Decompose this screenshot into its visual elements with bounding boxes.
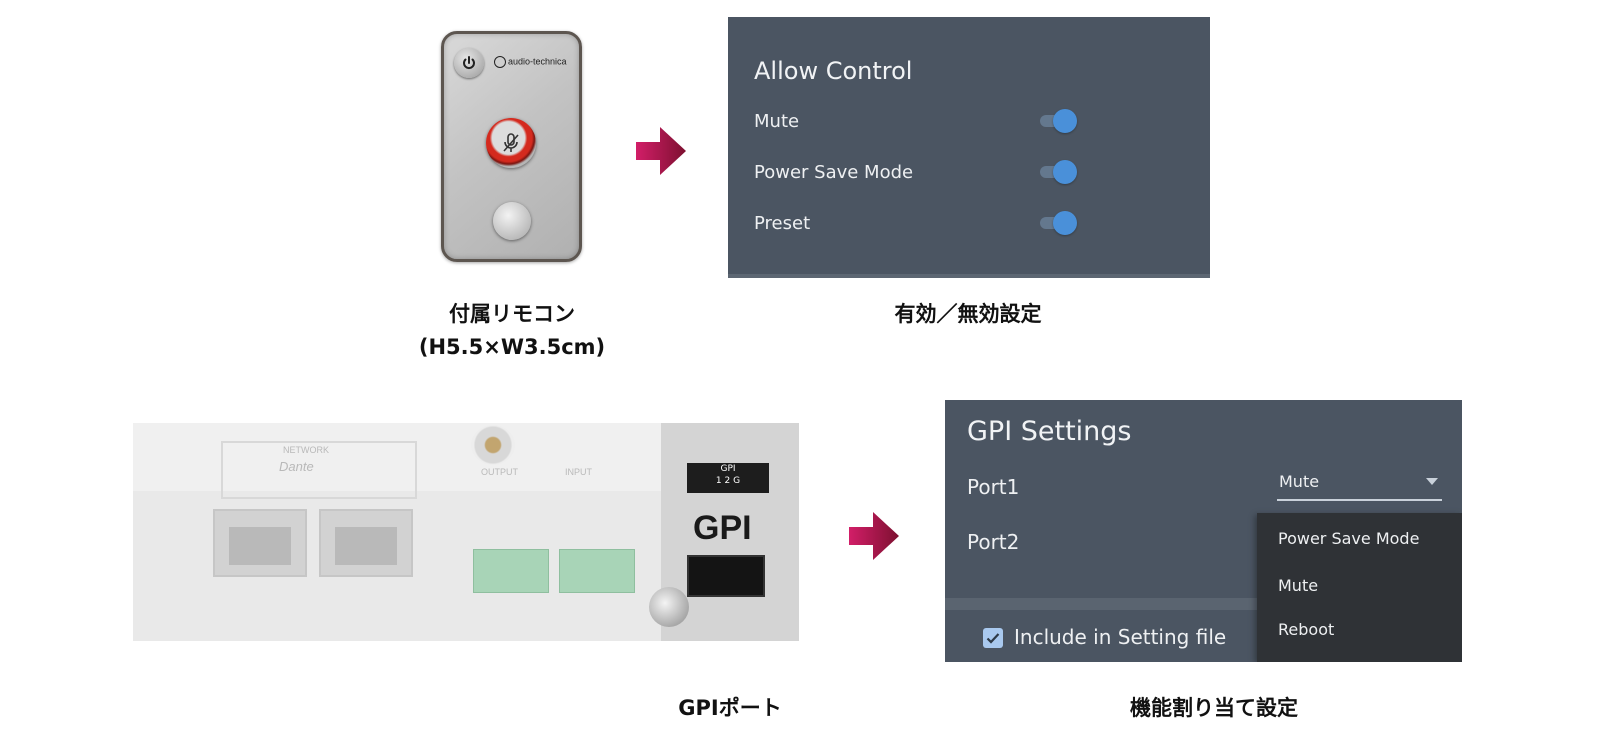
preset-toggle[interactable] — [1036, 209, 1078, 237]
gpi-label: GPI — [693, 509, 752, 547]
gpi-port-image: NETWORK Dante OUTPUT INPUT GPI 1 2 G GPI — [133, 423, 799, 641]
mute-label: Mute — [754, 111, 800, 132]
arrow-right-icon — [636, 127, 686, 175]
gpi-port-caption: GPIポート — [678, 696, 782, 720]
gpi-connector — [687, 555, 765, 597]
port1-value: Mute — [1279, 472, 1320, 491]
gpi-settings-panel: GPI Settings Port1 Mute Port2 Include in… — [945, 400, 1462, 662]
chevron-down-icon — [1426, 478, 1438, 485]
menu-item-reboot[interactable]: Reboot — [1278, 620, 1335, 639]
gpi-settings-caption: 機能割り当て設定 — [1130, 696, 1298, 720]
mute-toggle[interactable] — [1036, 107, 1078, 135]
power-save-mode-toggle[interactable] — [1036, 158, 1078, 186]
mic-mute-icon — [486, 118, 536, 168]
include-checkbox[interactable] — [983, 628, 1003, 648]
allow-control-panel: Allow Control Mute Power Save Mode Prese… — [728, 17, 1210, 278]
gpi-header: GPI 1 2 G — [687, 463, 769, 493]
power-icon — [454, 48, 484, 78]
allow-control-caption: 有効／無効設定 — [894, 302, 1042, 326]
input-label: INPUT — [565, 467, 592, 477]
panel-title: Allow Control — [754, 57, 913, 85]
remote-button — [493, 202, 531, 240]
port2-label: Port2 — [967, 530, 1020, 554]
preset-label: Preset — [754, 213, 811, 234]
port2-dropdown-menu: Power Save Mode Mute Reboot — [1257, 513, 1462, 662]
brand-logo: audio-technica — [494, 56, 567, 68]
port1-select[interactable]: Mute — [1277, 465, 1442, 501]
arrow-right-icon — [849, 512, 899, 560]
remote-caption: 付属リモコン — [449, 302, 575, 326]
network-label: NETWORK — [283, 445, 329, 455]
screw — [649, 587, 689, 627]
remote-size-caption: (H5.5×W3.5cm) — [418, 335, 606, 359]
check-icon — [986, 633, 1000, 644]
menu-item-power-save-mode[interactable]: Power Save Mode — [1278, 529, 1420, 548]
remote-control-image: audio-technica — [441, 31, 582, 262]
panel-title: GPI Settings — [967, 416, 1132, 447]
menu-item-mute[interactable]: Mute — [1278, 576, 1319, 595]
output-label: OUTPUT — [481, 467, 518, 477]
dante-logo: Dante — [279, 459, 314, 474]
port1-label: Port1 — [967, 475, 1020, 499]
gpi-connector-area: GPI 1 2 G GPI — [649, 423, 799, 641]
power-save-mode-label: Power Save Mode — [754, 162, 914, 183]
include-label: Include in Setting file — [1014, 625, 1227, 649]
